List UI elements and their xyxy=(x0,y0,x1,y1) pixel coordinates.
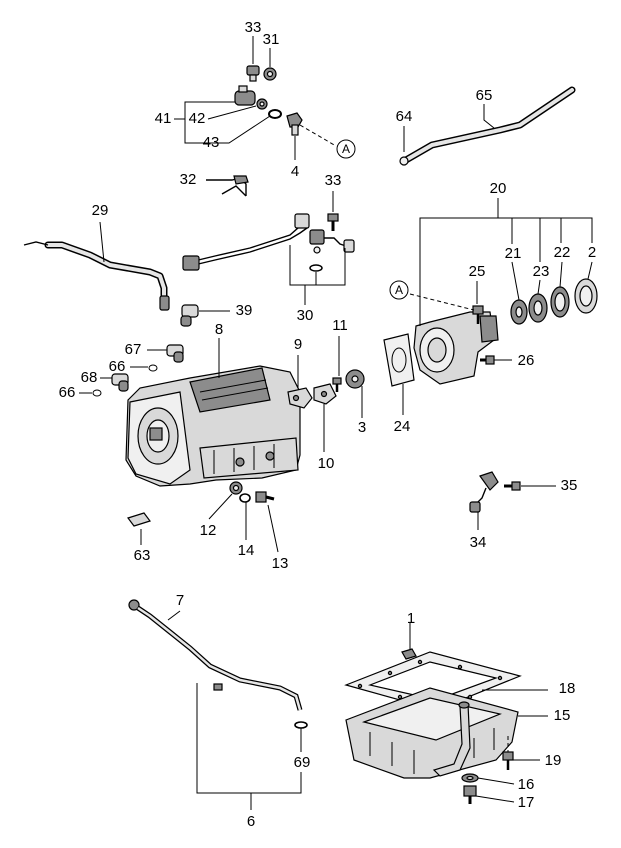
magnet-pad-1 xyxy=(401,648,417,660)
label-part-65: 65 xyxy=(476,87,493,104)
oil-cooler-line-29 xyxy=(23,241,170,311)
label-part-29: 29 xyxy=(92,202,109,219)
label-part-1: 1 xyxy=(407,610,415,627)
label-part-31: 31 xyxy=(263,31,280,48)
label-part-7: 7 xyxy=(176,592,184,609)
ref-a-circle-mid xyxy=(389,280,409,300)
label-part-67: 67 xyxy=(125,341,142,358)
seal-2 xyxy=(574,278,598,314)
filler-tube-65 xyxy=(399,86,576,166)
label-part-68: 68 xyxy=(81,369,98,386)
label-part-23: 23 xyxy=(533,263,550,280)
label-part-6: 6 xyxy=(247,813,255,830)
seal-21 xyxy=(510,299,528,325)
label-part-13: 13 xyxy=(272,555,289,572)
label-part-18: 18 xyxy=(559,680,576,697)
oring-69 xyxy=(294,721,308,729)
ref-a-circle-top xyxy=(336,139,356,159)
label-part-33-harness: 33 xyxy=(325,172,342,189)
label-part-9: 9 xyxy=(294,336,302,353)
gasket-24 xyxy=(383,333,415,387)
washer-42 xyxy=(256,98,268,110)
label-part-39: 39 xyxy=(236,302,253,319)
label-part-24: 24 xyxy=(394,418,411,435)
elbow-fitting-39 xyxy=(180,304,199,327)
plug-4 xyxy=(286,112,303,136)
clip-32 xyxy=(206,175,249,197)
label-part-14: 14 xyxy=(238,542,255,559)
label-part-11: 11 xyxy=(332,317,348,334)
transmission-case-8 xyxy=(125,365,301,487)
label-part-25: 25 xyxy=(469,263,486,280)
extension-housing-20 xyxy=(413,311,499,385)
label-part-66-upper: 66 xyxy=(109,358,126,375)
oring-14 xyxy=(239,493,251,503)
label-part-41: 41 xyxy=(155,110,172,127)
oring-43 xyxy=(268,109,282,119)
nut-31 xyxy=(263,67,277,81)
bolt-13 xyxy=(255,491,275,503)
rotor-3 xyxy=(345,369,365,389)
bracket-10 xyxy=(313,383,337,405)
ring-23 xyxy=(528,293,548,323)
pad-63 xyxy=(127,512,151,527)
oring-66-lower xyxy=(92,389,102,397)
speed-sensor-34 xyxy=(469,471,499,513)
label-part-4: 4 xyxy=(291,163,299,180)
label-part-33-top: 33 xyxy=(245,19,262,36)
elbow-fitting-67 xyxy=(166,344,184,363)
label-part-8: 8 xyxy=(215,321,223,338)
dipstick-tube-7 xyxy=(128,599,303,711)
bolt-26 xyxy=(480,355,495,365)
label-part-20: 20 xyxy=(490,180,507,197)
label-part-32: 32 xyxy=(180,171,197,188)
label-part-15: 15 xyxy=(554,707,571,724)
bracket-9 xyxy=(287,387,313,409)
washer-16 xyxy=(461,773,479,783)
ref-a-top: A xyxy=(342,142,350,156)
label-part-66-lower: 66 xyxy=(59,384,76,401)
bolt-33-top xyxy=(246,65,260,82)
label-part-3: 3 xyxy=(358,419,366,436)
label-part-19: 19 xyxy=(545,752,562,769)
label-part-10: 10 xyxy=(318,455,335,472)
drain-plug-17 xyxy=(463,785,477,804)
label-part-22: 22 xyxy=(554,244,571,261)
oil-pan-15 xyxy=(345,687,519,779)
bolt-33-harness xyxy=(327,213,339,231)
bolt-19 xyxy=(502,736,514,770)
label-part-42: 42 xyxy=(189,110,206,127)
seal-12 xyxy=(229,481,243,495)
label-part-16: 16 xyxy=(518,776,535,793)
bolt-35 xyxy=(504,481,521,491)
label-part-12: 12 xyxy=(200,522,217,539)
label-part-63: 63 xyxy=(134,547,151,564)
label-part-2: 2 xyxy=(588,244,596,261)
label-part-43: 43 xyxy=(203,134,220,151)
seal-22 xyxy=(550,286,570,318)
label-part-21: 21 xyxy=(505,245,522,262)
label-part-64: 64 xyxy=(396,108,413,125)
bolt-11 xyxy=(332,377,342,392)
wiring-harness-30 xyxy=(182,213,355,272)
label-part-30: 30 xyxy=(297,307,314,324)
label-part-26: 26 xyxy=(518,352,535,369)
label-part-69: 69 xyxy=(294,754,311,771)
oring-66-upper xyxy=(148,364,158,372)
label-part-17: 17 xyxy=(518,794,535,811)
ref-a-mid: A xyxy=(395,283,403,297)
elbow-fitting-68 xyxy=(111,373,129,392)
label-part-35: 35 xyxy=(561,477,578,494)
sensor-41 xyxy=(234,85,256,106)
label-part-34: 34 xyxy=(470,534,487,551)
